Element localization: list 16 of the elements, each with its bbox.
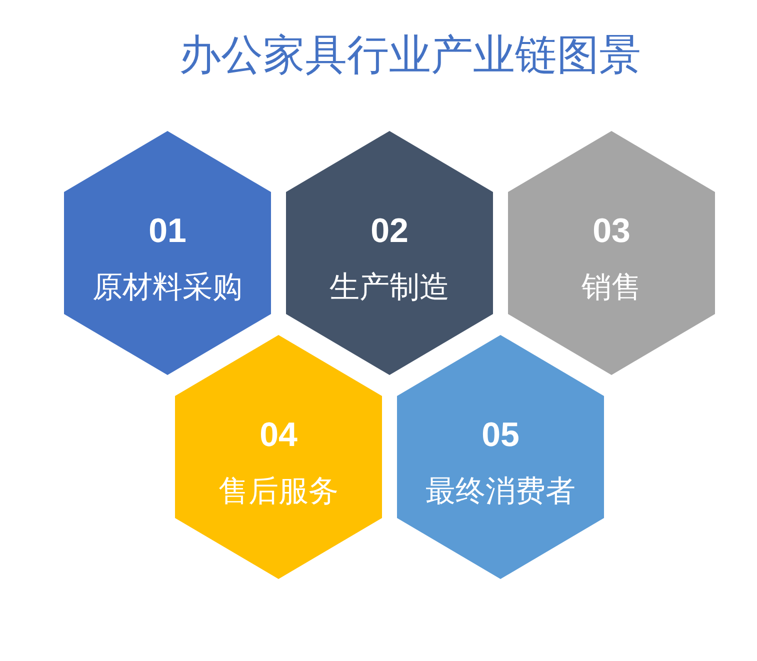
hexagon-tile (397, 335, 604, 579)
step-number: 01 (148, 211, 186, 251)
step-label: 最终消费者 (426, 474, 576, 510)
hexagon-tile (286, 131, 493, 375)
step-number: 02 (370, 211, 408, 251)
title: 办公家具行业产业链图景 (179, 33, 641, 79)
hexagon-tile (64, 131, 271, 375)
step-number: 03 (592, 211, 630, 251)
step-label: 销售 (582, 270, 642, 306)
step-number: 04 (260, 415, 298, 455)
hexagon-tile (175, 335, 382, 579)
step-number: 05 (482, 415, 520, 455)
step-label: 生产制造 (330, 270, 450, 306)
step-label: 售后服务 (218, 474, 338, 510)
hexagon-tile (508, 131, 715, 375)
step-label: 原材料采购 (92, 270, 242, 306)
